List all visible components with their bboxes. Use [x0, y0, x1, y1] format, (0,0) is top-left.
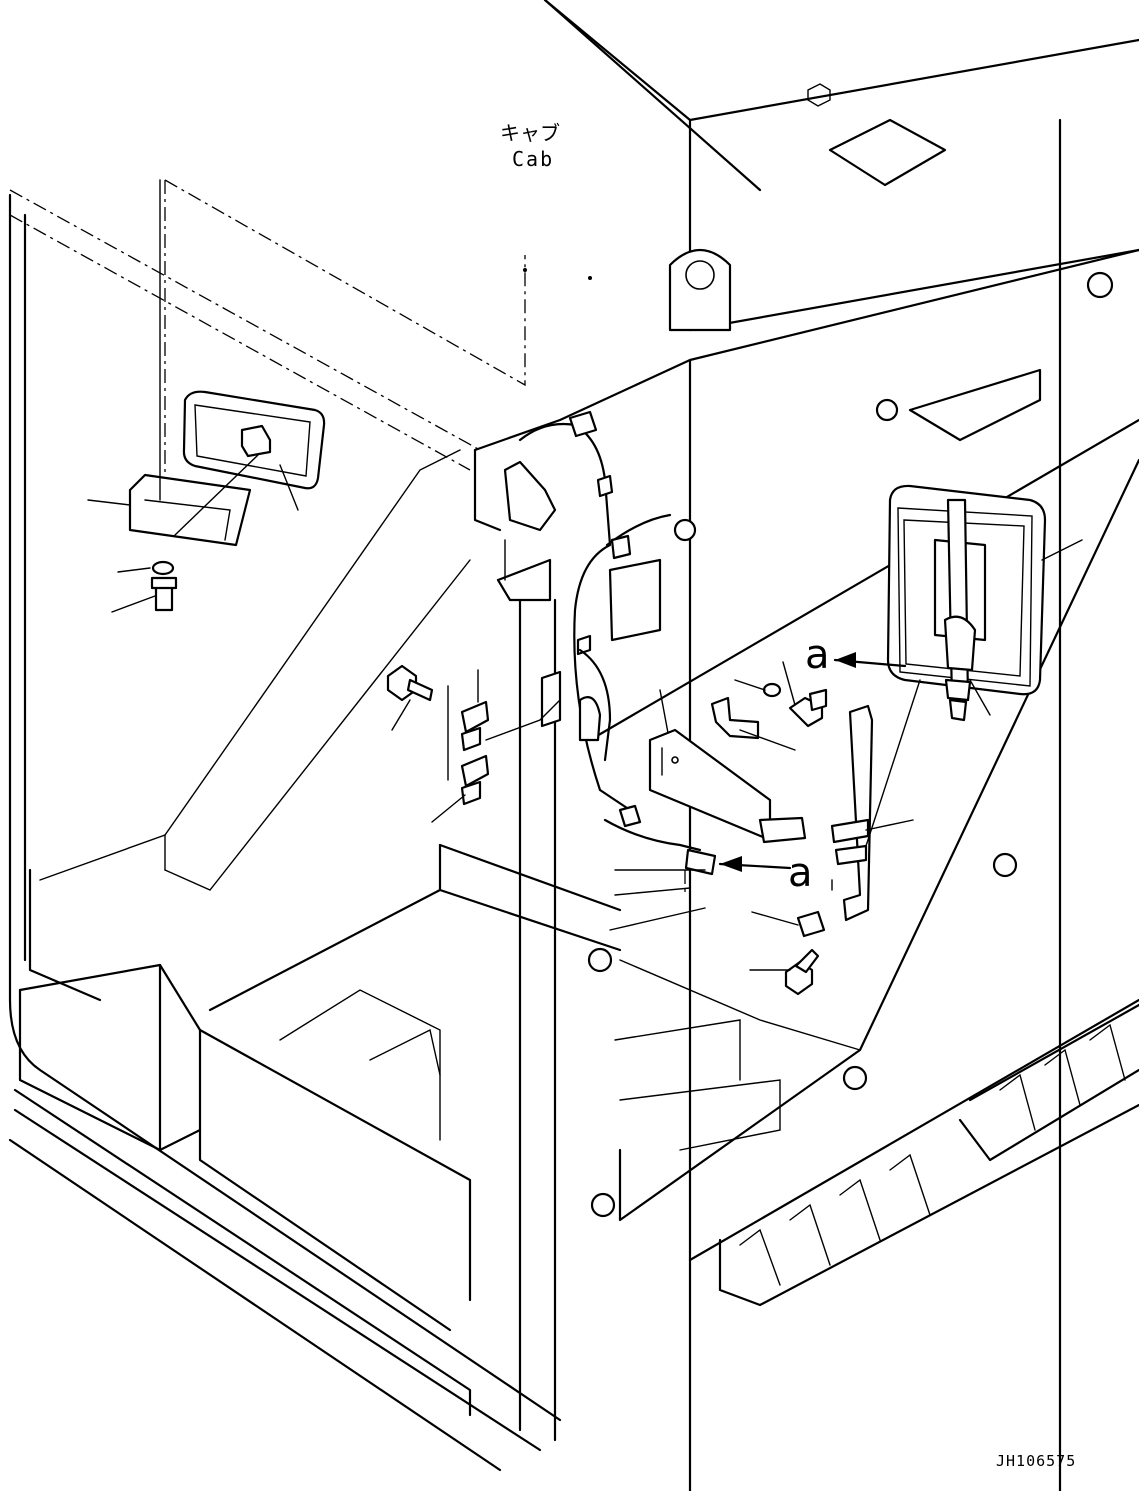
- reference-a-upper: a: [805, 632, 830, 678]
- cab-label-english: Cab: [512, 147, 554, 171]
- cab-structure: [8, 0, 1139, 1491]
- roof-features: [523, 83, 1114, 1218]
- right-mirror-assembly: [749, 484, 1083, 996]
- diagram-labels: キャブ Cab a a JH106575: [500, 121, 1076, 1470]
- reference-a-lower: a: [788, 850, 813, 896]
- center-bracket-assembly: [603, 661, 828, 876]
- center-fasteners: [386, 664, 561, 823]
- left-lamp-assembly: [87, 179, 326, 613]
- cab-label-japanese: キャブ: [500, 121, 560, 145]
- drawing-code: JH106575: [996, 1452, 1076, 1470]
- wiring-harness: [496, 410, 672, 812]
- reference-arrows: [609, 652, 907, 931]
